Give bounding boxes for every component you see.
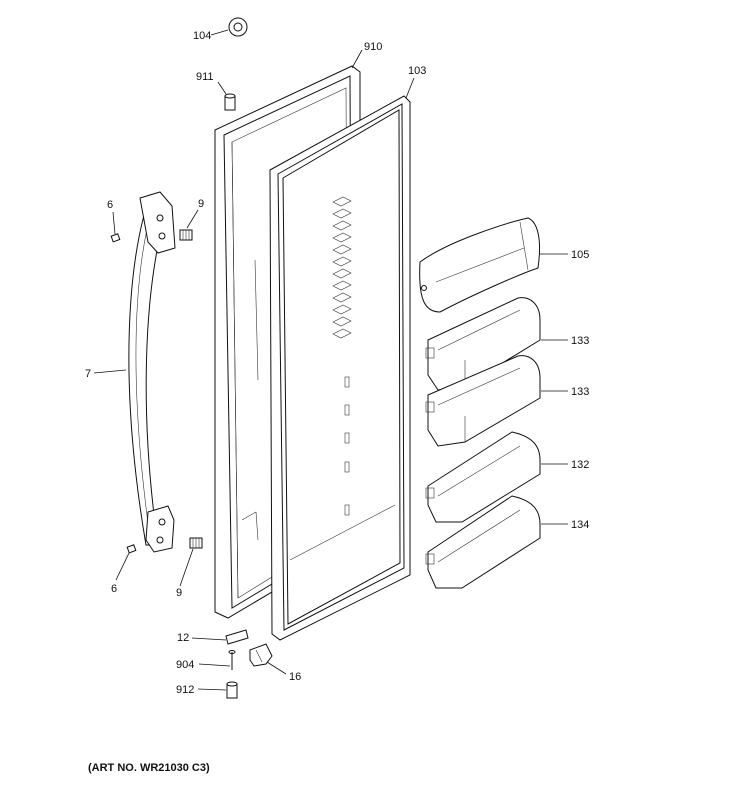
callout-132: 132 xyxy=(571,459,589,471)
part-16-hinge-cam xyxy=(249,643,273,667)
part-7-handle xyxy=(128,191,176,553)
part-134-door-bin xyxy=(425,495,541,589)
callout-910: 910 xyxy=(364,41,382,53)
shelf-clips xyxy=(332,196,352,516)
part-104-washer xyxy=(228,17,248,37)
callout-911: 911 xyxy=(196,71,214,83)
part-9-stud-top xyxy=(179,229,193,241)
callout-9-bottom: 9 xyxy=(176,587,182,599)
callout-105: 105 xyxy=(571,249,589,261)
part-6-set-screw-bottom xyxy=(126,544,137,554)
part-6-set-screw-top xyxy=(110,233,121,243)
part-105-dairy-cover xyxy=(419,217,541,313)
callout-9-top: 9 xyxy=(198,198,204,210)
part-132-door-bin xyxy=(425,431,541,523)
part-911-bushing xyxy=(224,93,236,111)
callout-12: 12 xyxy=(177,632,189,644)
part-912-bushing xyxy=(226,681,238,699)
part-133-door-bin-lower xyxy=(425,355,541,447)
part-12-bracket xyxy=(225,629,249,645)
callout-104: 104 xyxy=(193,30,211,42)
part-904-screw xyxy=(228,650,236,670)
leader-lines xyxy=(93,29,568,691)
callout-904: 904 xyxy=(176,659,194,671)
callout-6-top: 6 xyxy=(107,199,113,211)
callout-103: 103 xyxy=(408,65,426,77)
callout-7: 7 xyxy=(85,368,91,380)
callout-133-lower: 133 xyxy=(571,386,589,398)
callout-6-bottom: 6 xyxy=(111,583,117,595)
callout-134: 134 xyxy=(571,519,589,531)
callout-133-upper: 133 xyxy=(571,335,589,347)
art-number-caption: (ART NO. WR21030 C3) xyxy=(88,762,210,774)
callout-912: 912 xyxy=(176,684,194,696)
callout-16: 16 xyxy=(289,671,301,683)
part-103-gasket xyxy=(269,95,411,641)
part-9-stud-bottom xyxy=(189,537,203,549)
